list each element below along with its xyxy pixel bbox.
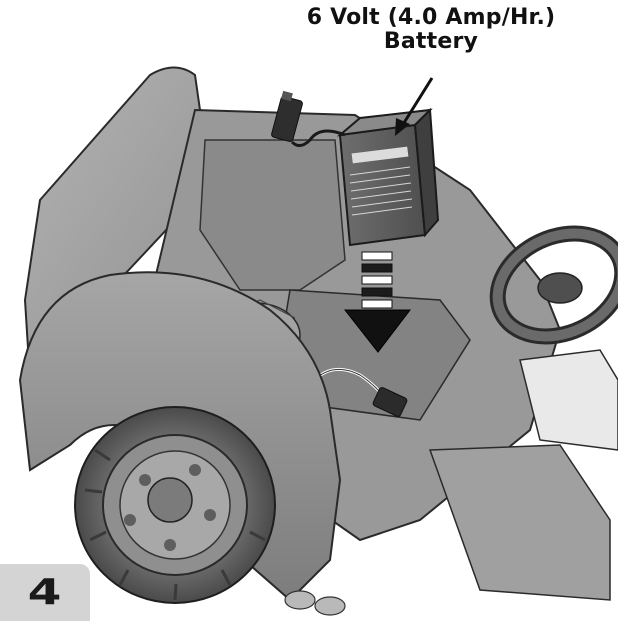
battery-callout: 6 Volt (4.0 Amp/Hr.) Battery	[300, 6, 562, 54]
battery-wire	[290, 129, 346, 147]
harness-connector	[372, 387, 408, 417]
step-number: 4	[28, 572, 62, 613]
rear-wheel	[74, 406, 276, 604]
front-seat	[519, 349, 618, 451]
floor-step	[428, 444, 611, 601]
exhaust-tip-left	[284, 590, 316, 610]
battery	[336, 107, 440, 247]
battery-connector	[271, 96, 303, 142]
callout-line-2: Battery	[383, 29, 479, 54]
exhaust-tip-right	[314, 596, 346, 616]
callout-line-1: 6 Volt (4.0 Amp/Hr.)	[306, 5, 556, 30]
insert-arrow-icon	[343, 251, 412, 353]
step-number-badge: 4	[0, 564, 90, 621]
pointer-arrow-icon	[395, 77, 434, 136]
steering-wheel	[489, 225, 618, 345]
